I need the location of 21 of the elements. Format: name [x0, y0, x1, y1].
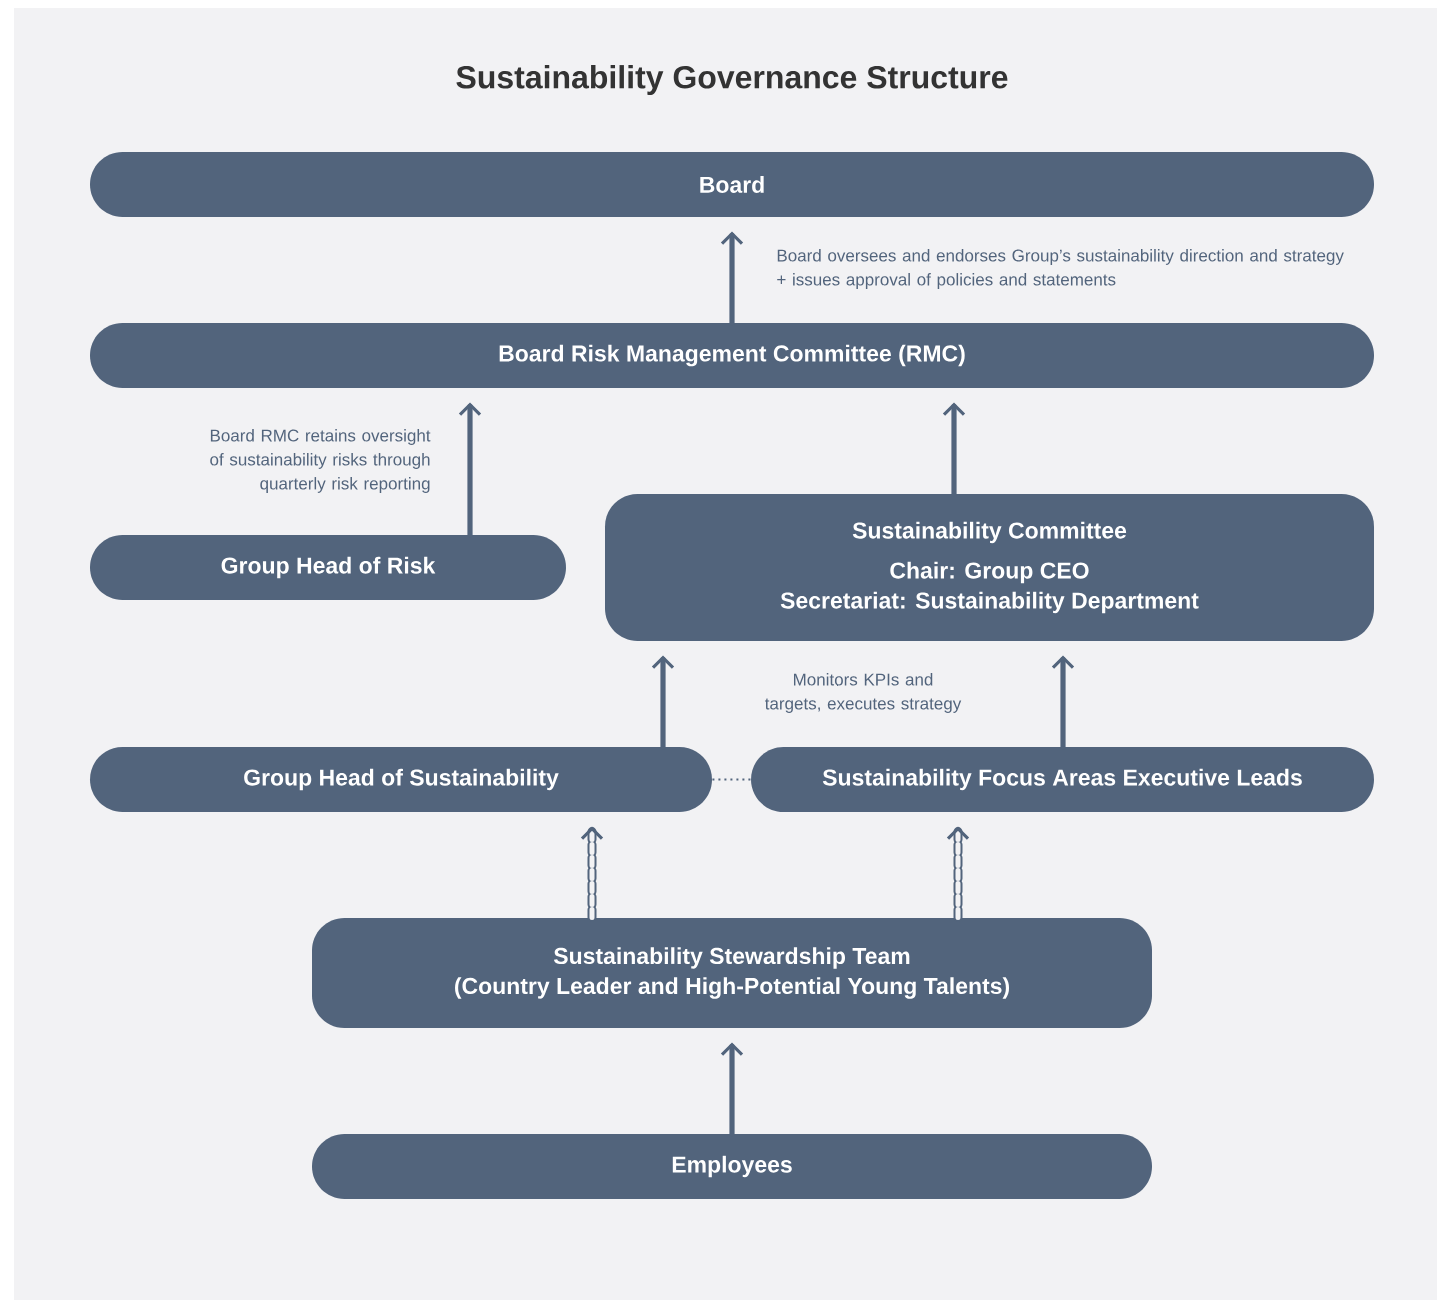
role-box: Sustainability Focus Areas Executive Leads — [751, 747, 1374, 812]
role-box: Board — [90, 152, 1374, 217]
edge-label: Board oversees and endorses Group’s sustainability direction and strategy + issues approval of policies and statements — [777, 249, 1344, 289]
arrow — [651, 655, 675, 750]
arrow — [720, 1042, 744, 1137]
dotted-connector — [711, 778, 752, 781]
role-box: Group Head of Sustainability — [90, 747, 712, 812]
role-box: Sustainability Committee Chair: Group CEO Secretariat: Sustainability Department — [605, 494, 1374, 641]
arrow — [720, 231, 744, 326]
title: Sustainability Governance Structure — [456, 65, 1008, 95]
arrow — [1051, 655, 1075, 750]
role-box: Group Head of Risk — [90, 535, 566, 600]
role-box: Board Risk Management Committee (RMC) — [90, 323, 1374, 388]
annotation: Monitors KPIs and targets, executes strategy — [765, 673, 962, 713]
role-box: Employees — [312, 1134, 1152, 1199]
arrow — [458, 402, 482, 538]
edge-label: Board RMC retains oversight of sustainability risks through quarterly risk reporting — [210, 429, 431, 493]
role-box: Sustainability Stewardship Team (Country Leader and High-Potential Young Talents) — [312, 918, 1152, 1028]
dashed-arrow — [580, 825, 604, 923]
dashed-arrow — [946, 825, 970, 923]
arrow — [942, 402, 966, 497]
